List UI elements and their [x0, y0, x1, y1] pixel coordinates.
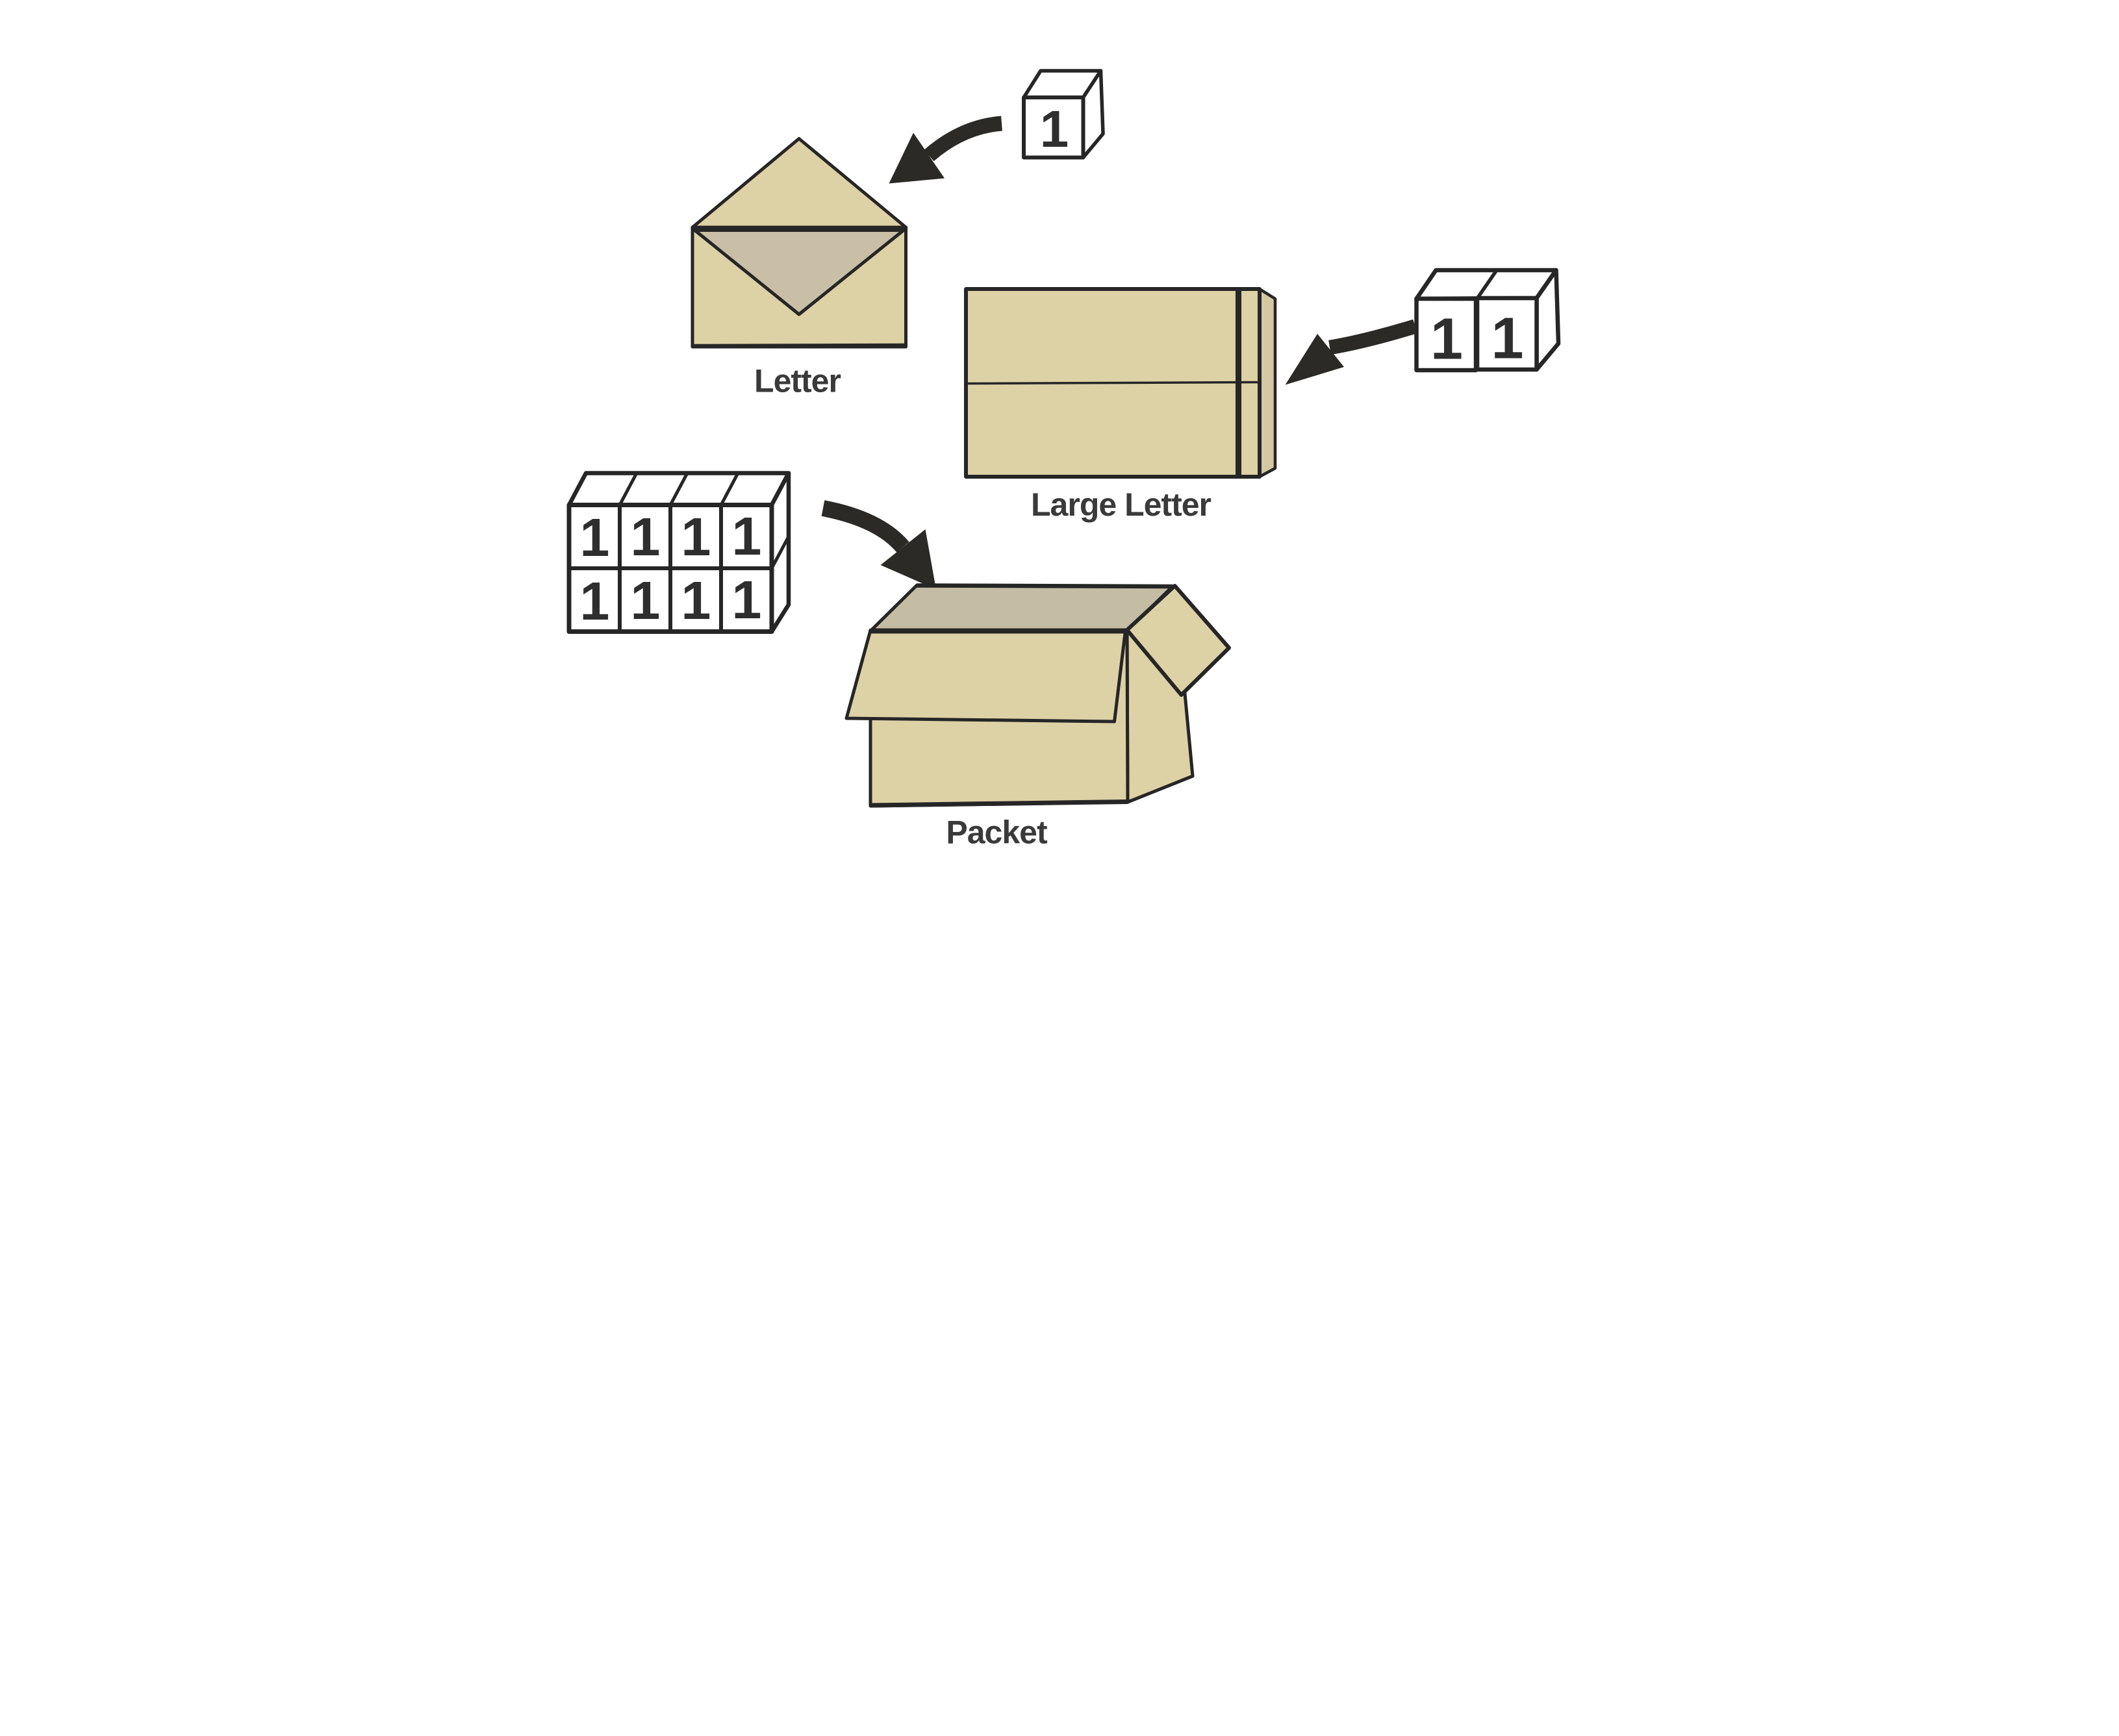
unit-cube-digit: 1: [1039, 100, 1069, 158]
letter-label: Letter: [754, 363, 841, 399]
cube-front-face: [1475, 296, 1539, 372]
box-back-rim: [915, 583, 1174, 589]
large-envelope-gusset: [1258, 287, 1276, 479]
unit-cube-digit: 1: [731, 507, 761, 566]
packet-unit-cubes: 1 1 1 1 1 1 1 1: [566, 471, 791, 634]
letter-unit-cube: 1: [1021, 69, 1105, 160]
box-bottom-edge: [869, 799, 1129, 808]
cubes-top-divider: [1475, 268, 1499, 301]
unit-cube-digit: 1: [579, 572, 609, 631]
arrow-shaft: [821, 500, 909, 553]
cubes-top-divider: [618, 472, 638, 507]
arrow-head: [889, 132, 945, 184]
cubes-side-crease: [770, 535, 790, 570]
large-letter-unit-cubes: 1 1: [1414, 268, 1560, 373]
arrow-to-letter-icon: [889, 116, 1002, 184]
large-envelope-seam: [965, 381, 1260, 385]
unit-cube-digit: 1: [630, 571, 660, 631]
arrow-to-packet-icon: [821, 500, 936, 590]
large-letter-label: Large Letter: [1031, 486, 1212, 523]
cube-front-face: [1021, 95, 1085, 160]
packet-group: Packet: [844, 583, 1231, 851]
diagram-canvas: Letter 1 Large Letter: [529, 0, 1590, 868]
unit-cube-digit: 1: [1430, 307, 1462, 372]
large-letter-group: Large Letter: [963, 287, 1276, 523]
arrow-shaft: [1328, 319, 1417, 355]
box-right-flap: [1124, 584, 1231, 697]
arrow-head: [1285, 334, 1344, 385]
unit-cube-digit: 1: [681, 507, 711, 567]
box-interior: [869, 584, 1174, 633]
packet-label: Packet: [946, 814, 1048, 851]
cube-front-face: [1414, 296, 1478, 373]
unit-cube-digit: 1: [731, 570, 761, 630]
cubes-top-divider: [719, 472, 739, 507]
arrow-shaft: [923, 116, 1002, 162]
arrow-head: [880, 529, 936, 590]
letter-group: Letter: [690, 137, 907, 399]
arrow-to-large-letter-icon: [1285, 319, 1417, 385]
cubes-top-divider: [668, 472, 689, 507]
postal-sizes-diagram: Letter 1 Large Letter: [529, 0, 1590, 868]
unit-cube-digit: 1: [1491, 307, 1523, 371]
box-front-flap: [844, 629, 1127, 723]
envelope-flap: [691, 137, 907, 229]
unit-cube-digit: 1: [681, 571, 711, 631]
unit-cube-digit: 1: [579, 508, 609, 568]
unit-cube-digit: 1: [630, 507, 660, 567]
